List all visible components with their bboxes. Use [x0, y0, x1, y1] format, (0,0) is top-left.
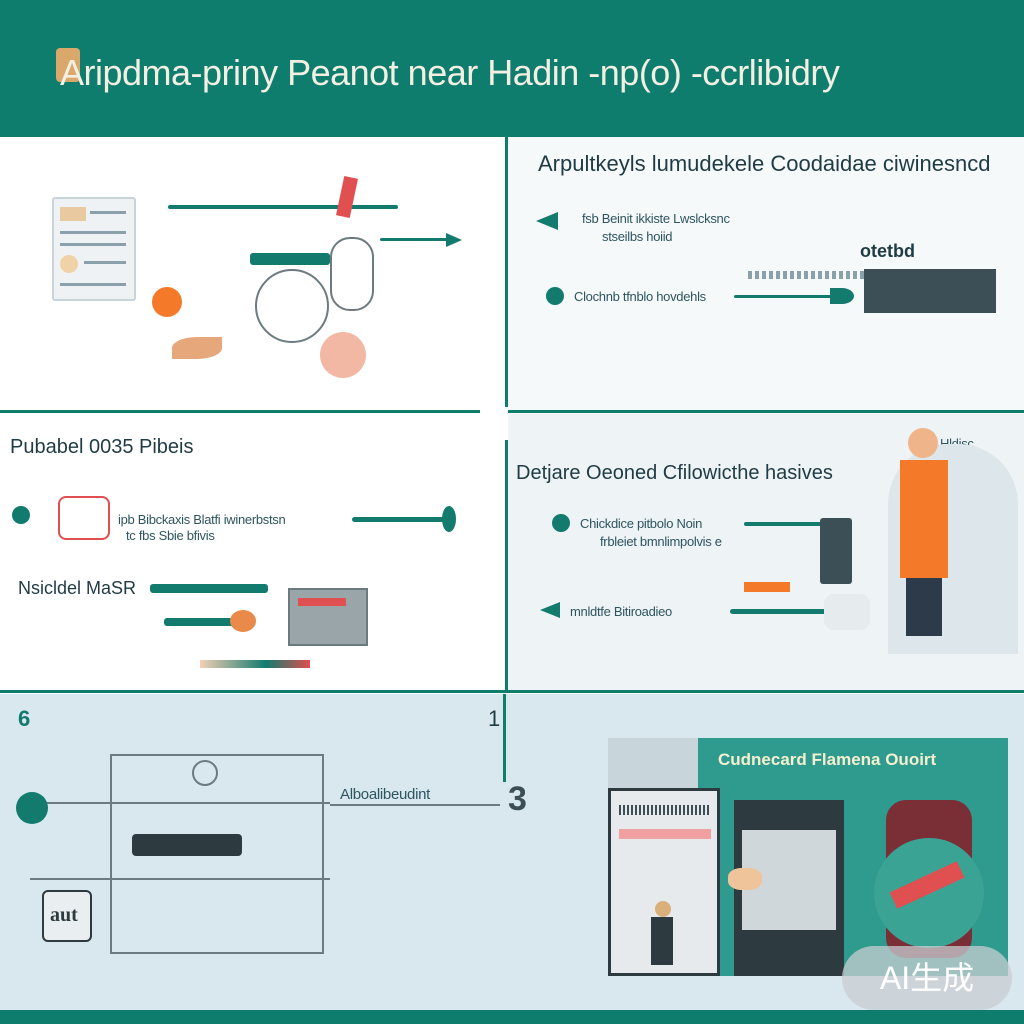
divider-line: [505, 137, 508, 407]
panel-mid-right: Detjare Oeoned Cfilowicthe hasives Hldis…: [508, 414, 1024, 692]
note-text: stseilbs hoiid: [602, 229, 673, 244]
person-legs: [906, 578, 942, 636]
card-line: [60, 243, 126, 246]
step-dot: [12, 506, 30, 524]
connector-line: [730, 609, 826, 614]
divider-line: [508, 410, 1024, 413]
card-thumbnail: [608, 738, 698, 788]
ribbon-icon: [889, 861, 965, 909]
step-dot: [552, 514, 570, 532]
panel-mid-left: Pubabel 0035 Pibeis ipb Bibckaxis Blatfi…: [0, 414, 506, 692]
stamp-text: aut: [50, 904, 78, 926]
blueprint-line: [30, 878, 330, 880]
card-line: [84, 261, 126, 264]
connector-line: [150, 584, 268, 593]
divider-line: [0, 690, 1024, 693]
card-header-block: [60, 207, 86, 221]
dashed-line: [748, 271, 888, 279]
jar-sketch: [330, 237, 374, 311]
hand-sketch: [172, 337, 222, 359]
connector-line: [744, 522, 824, 526]
note-text: fsb Beinit ikkiste Lwslcksnc: [582, 211, 730, 226]
card-line: [60, 231, 126, 234]
barcode: [619, 805, 711, 815]
stamp-box: aut: [42, 890, 92, 942]
blueprint-line: [330, 804, 500, 806]
person-head: [908, 428, 938, 458]
info-box: [864, 269, 996, 313]
person-body: [900, 460, 948, 578]
circle-teal: [874, 838, 984, 948]
person-head: [655, 901, 671, 917]
connector-block: [250, 253, 330, 265]
orange-strip: [744, 582, 790, 592]
card-line: [60, 283, 126, 286]
connector-line: [352, 517, 452, 522]
tag-label: otetbd: [860, 241, 915, 261]
document-icon: [56, 48, 80, 82]
step-number: 1: [488, 706, 501, 731]
divider-line: [505, 440, 508, 690]
device-screen: [288, 588, 368, 646]
panel-top-left: [0, 137, 506, 412]
panel-top-right: Arpultkeyls lumudekele Coodaidae ciwines…: [508, 137, 1024, 412]
gradient-bar: [200, 660, 310, 668]
dark-bar: [132, 834, 242, 856]
hand-sketch: [728, 868, 762, 890]
hand-sketch: [824, 594, 870, 630]
note-text: frbleiet bmnlimpolvis e: [600, 534, 722, 549]
avatar: [60, 255, 78, 273]
connector-head: [442, 506, 456, 532]
arrow-left-icon: [536, 212, 558, 230]
promo-card: Cudnecard Flamena Ouoirt: [608, 738, 1008, 976]
divider-line: [503, 694, 506, 782]
card-line: [90, 211, 126, 214]
divider-line: [0, 410, 480, 413]
blueprint-frame: [110, 754, 324, 954]
arrow-head-icon: [830, 288, 854, 304]
red-indicator: [298, 598, 346, 606]
arrow-line: [734, 295, 834, 298]
panel-heading: Arpultkeyls lumudekele Coodaidae ciwines…: [538, 151, 991, 176]
pin-icon: [335, 175, 359, 219]
arrow-left-icon: [540, 602, 560, 618]
jar-device: [820, 518, 852, 584]
section-label: Nsicldel MaSR: [18, 578, 137, 598]
panel-heading: Pubabel 0035 Pibeis: [10, 436, 194, 458]
connector-line: [168, 205, 398, 209]
panel-heading: Detjare Oeoned Cfilowicthe hasives: [516, 462, 833, 484]
blueprint-line: [30, 802, 330, 804]
note-text: Chickdice pitbolo Noin: [580, 516, 703, 531]
step-number: 6: [18, 706, 31, 731]
step-number: 3: [508, 780, 527, 818]
person-body: [651, 917, 673, 965]
note-text: mnldtfe Bitiroadieo: [570, 604, 672, 619]
blueprint-label: Alboalibeudint: [340, 786, 431, 803]
machine-icon: [58, 496, 110, 540]
document-card: [52, 197, 136, 301]
gear-icon: [192, 760, 218, 786]
arrow-line: [380, 238, 450, 241]
circle-orange: [230, 610, 256, 632]
footer-bar: [0, 1010, 1024, 1024]
wheel-sketch: [255, 269, 329, 343]
note-text: Clochnb tfnblo hovdehls: [574, 289, 706, 304]
arrow-right-icon: [446, 233, 462, 247]
page-title: Aripdma-priny Peanot near Hadin -np(o) -…: [60, 52, 840, 93]
ai-generated-badge: AI生成: [842, 946, 1012, 1010]
connector-line: [164, 618, 234, 626]
pink-strip: [619, 829, 711, 839]
note-text: tc fbs Sbie bfivis: [126, 528, 215, 543]
card-title: Cudnecard Flamena Ouoirt: [718, 750, 937, 769]
phone-device: [608, 788, 720, 976]
note-text: ipb Bibckaxis Blatfi iwinerbstsn: [118, 512, 286, 527]
circle-orange: [152, 287, 182, 317]
figure-sketch: [320, 332, 366, 378]
header-banner: [0, 0, 1024, 137]
step-dot: [546, 287, 564, 305]
step-dot: [16, 792, 48, 824]
